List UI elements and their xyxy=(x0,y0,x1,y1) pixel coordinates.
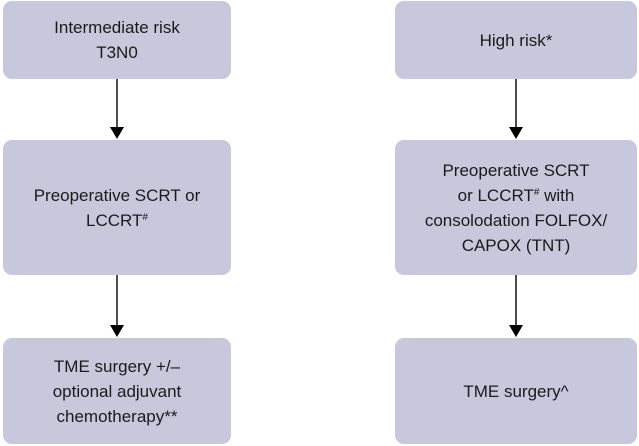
right-box-preoperative-tnt: Preoperative SCRT or LCCRT# with consolo… xyxy=(395,140,637,275)
left-box1-line2: T3N0 xyxy=(96,43,138,62)
left-box-intermediate-risk: Intermediate risk T3N0 xyxy=(3,1,231,79)
arrow-right-1-head xyxy=(509,127,523,139)
arrow-right-2-head xyxy=(509,325,523,337)
right-box2-line4: CAPOX (TNT) xyxy=(461,235,571,255)
left-box3-line2: optional adjuvant xyxy=(52,381,182,401)
right-box1-line1: High risk* xyxy=(479,30,553,50)
arrow-left-2-head xyxy=(110,325,124,337)
right-box-high-risk: High risk* xyxy=(395,1,637,79)
arrow-left-1-head xyxy=(110,127,124,139)
left-box3-line1: TME surgery +/– xyxy=(53,356,181,376)
right-box2-line3: consolodation FOLFOX/ xyxy=(424,210,608,230)
left-box2-hash: # xyxy=(142,211,148,223)
right-box2-lccrt: or LCCRT xyxy=(457,185,534,205)
right-box3-line1: TME surgery^ xyxy=(463,381,569,401)
left-box2-line1: Preoperative SCRT or xyxy=(33,185,201,205)
right-box2-hash: # xyxy=(533,186,540,198)
right-box2-with: with xyxy=(539,185,575,205)
left-box-tme-surgery: TME surgery +/– optional adjuvant chemot… xyxy=(3,338,231,444)
right-box2-line1: Preoperative SCRT xyxy=(442,160,590,180)
left-box2-lccrt: LCCRT xyxy=(86,210,143,230)
right-box-tme-surgery: TME surgery^ xyxy=(395,338,637,444)
right-box2-line2: or LCCRT# with xyxy=(425,183,607,208)
left-box1-line1: Intermediate risk xyxy=(54,18,180,37)
left-box3-line3: chemotherapy** xyxy=(56,406,178,426)
left-box2-line2: LCCRT# xyxy=(34,208,201,233)
left-box-preoperative: Preoperative SCRT or LCCRT# xyxy=(3,140,231,275)
